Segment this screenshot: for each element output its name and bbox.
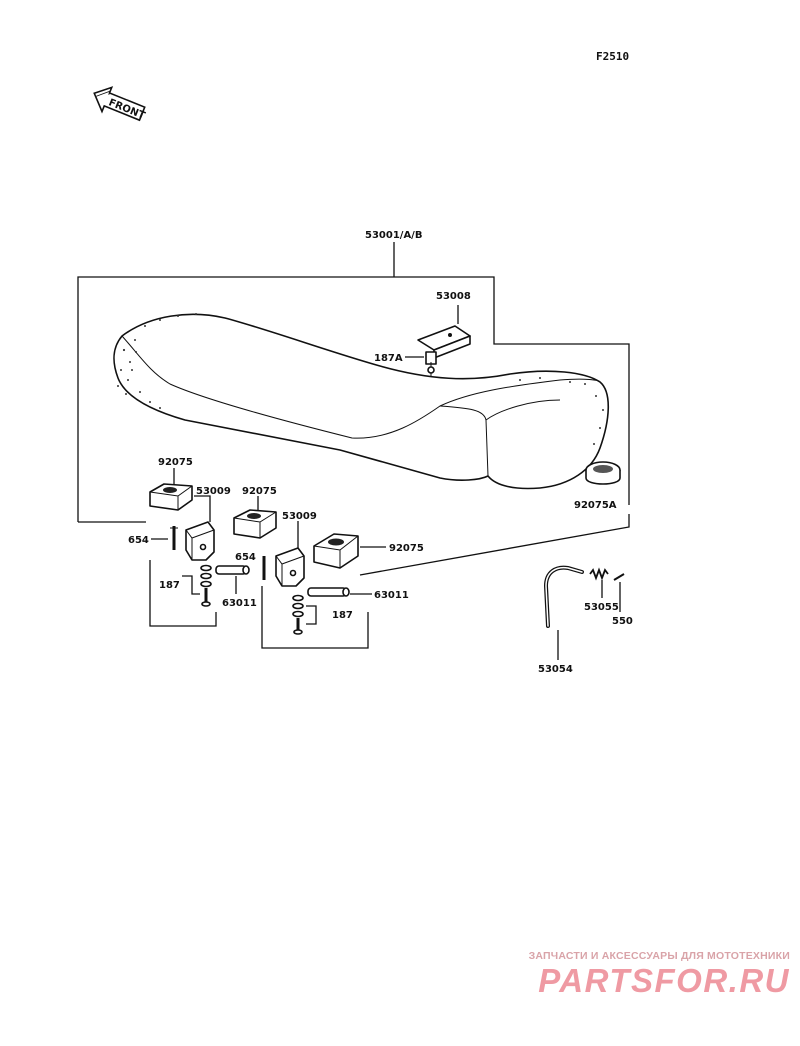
front-arrow-icon: FRONT: [93, 86, 147, 122]
label-seat-assy: 53001/A/B: [365, 230, 422, 241]
cushion-right-icon: [313, 533, 359, 569]
cushion-left-icon: [149, 483, 193, 511]
label-cushion-right: 92075: [389, 543, 424, 554]
label-bolts-right: 187: [332, 610, 353, 621]
shaft-right-icon: [307, 587, 350, 597]
label-spring: 53055: [584, 602, 619, 613]
label-hinge: 53008: [436, 291, 471, 302]
label-cushion-mid: 92075: [242, 486, 277, 497]
seat-icon: [113, 313, 610, 490]
rod-icon: [543, 565, 584, 628]
bolts-right-icon: [292, 594, 304, 635]
shaft-left-icon: [215, 565, 250, 575]
label-shaft-right: 63011: [374, 590, 409, 601]
label-shaft-left: 63011: [222, 598, 257, 609]
label-bolts-left: 187: [159, 580, 180, 591]
label-cap: 92075A: [574, 500, 617, 511]
bolts-left-icon: [200, 564, 212, 607]
label-rod: 53054: [538, 664, 573, 675]
label-hinge-bolt: 187A: [374, 353, 403, 364]
label-cushion-left: 92075: [158, 457, 193, 468]
pin-left-icon: [170, 526, 178, 550]
bracket-left-icon: [185, 521, 215, 561]
watermark-logo: PARTSFOR.RU: [538, 962, 790, 999]
label-bracket-left: 53009: [196, 486, 231, 497]
seat-assembly-bracket: [77, 242, 630, 576]
watermark-tagline: ЗАПЧАСТИ И АКСЕССУАРЫ ДЛЯ МОТОТЕХНИКИ: [528, 950, 790, 962]
label-pin-mid: 654: [235, 552, 256, 563]
hinge-icon: [417, 325, 471, 376]
label-pin-left: 654: [128, 535, 149, 546]
clip-icon: [613, 573, 625, 581]
label-clip: 550: [612, 616, 633, 627]
figure-code: F2510: [596, 50, 629, 63]
label-bracket-mid: 53009: [282, 511, 317, 522]
spring-icon: [589, 567, 609, 581]
cap-icon: [585, 461, 621, 485]
cushion-mid-icon: [233, 509, 277, 539]
bracket-mid-icon: [275, 547, 305, 587]
